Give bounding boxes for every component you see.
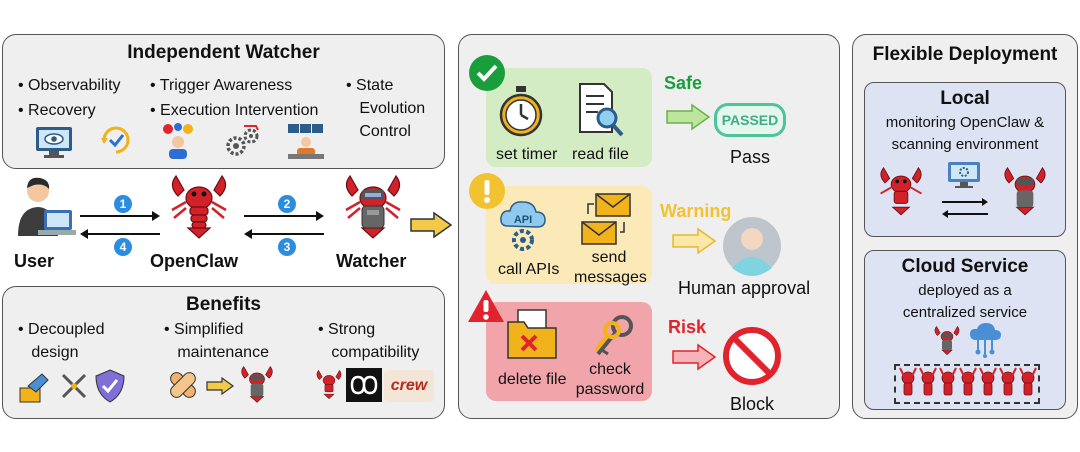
local-title: Local	[940, 88, 990, 109]
step-badge-4: 4	[114, 238, 132, 256]
step-badge-1: 1	[114, 195, 132, 213]
cloud-watcher-lobster-icon	[934, 325, 960, 356]
benefit-decoupled: • Decoupled design	[18, 321, 105, 361]
benefits-title: Benefits	[186, 294, 261, 315]
safe-result-pass: Pass	[730, 147, 771, 167]
risk-triangle-badge	[468, 290, 504, 322]
recovery-cycle-icon	[101, 126, 130, 154]
armored-lobster-small-icon	[241, 365, 273, 403]
delete-folder-icon	[507, 309, 557, 359]
flexible-deployment-title: Flexible Deployment	[872, 44, 1058, 65]
trigger-alert-icon	[163, 123, 193, 159]
risk-result-block: Block	[730, 394, 775, 414]
safe-check-badge	[469, 55, 505, 91]
risk-label: Risk	[668, 317, 707, 337]
warning-arrow	[672, 227, 717, 255]
lobster-cluster-box	[894, 364, 1040, 404]
local-description: monitoring OpenClaw &scanning environmen…	[885, 114, 1045, 153]
benefit-simplified: • Simplified maintenance	[164, 321, 269, 361]
bandage-icon	[170, 372, 196, 398]
shield-check-icon	[95, 369, 125, 403]
crew-logo: crew	[384, 370, 434, 402]
user-label: User	[14, 251, 55, 271]
watcher-label: Watcher	[336, 251, 407, 271]
risk-arrow	[672, 343, 717, 371]
local-watcher-lobster-icon	[1004, 166, 1046, 216]
openclaw-label: OpenClaw	[150, 251, 239, 271]
arrow-step3	[244, 229, 324, 239]
arrow-step2	[244, 211, 324, 221]
decoupled-pieces-icon	[19, 373, 49, 403]
warning-action-call-apis: call APIs	[498, 261, 560, 278]
stopwatch-icon	[499, 86, 543, 137]
api-cloud-gear-icon: API	[500, 201, 546, 251]
watcher-armored-lobster-icon	[345, 174, 401, 239]
passed-stamp: PASSED	[714, 103, 786, 137]
human-approval-avatar-icon	[723, 217, 781, 276]
crossed-swords-icon	[61, 373, 87, 399]
monitor-eye-icon	[36, 127, 72, 158]
independent-watcher-panel	[2, 34, 445, 169]
user-at-laptop-icon	[18, 177, 76, 236]
safe-label: Safe	[664, 73, 703, 93]
lobster-logo-icon	[316, 369, 342, 400]
api-text: API	[514, 214, 532, 226]
small-yellow-arrow	[206, 376, 235, 396]
safe-action-read-file: read file	[572, 146, 629, 163]
warning-exclamation-badge	[469, 173, 505, 209]
yellow-flow-arrow	[410, 211, 453, 239]
block-prohibited-icon	[723, 327, 781, 385]
local-openclaw-lobster-icon	[880, 166, 922, 216]
read-file-magnifier-icon	[579, 83, 624, 137]
arrow-step4	[80, 229, 160, 239]
safe-arrow	[666, 103, 711, 131]
item-observability: • Observability	[18, 77, 121, 94]
arrow-step1	[80, 211, 160, 221]
warning-result-human-approval: Human approval	[678, 278, 811, 298]
control-room-icon	[288, 124, 324, 159]
safe-action-set-timer: set timer	[496, 146, 558, 163]
step-badge-3: 3	[278, 238, 296, 256]
cloud-service-title: Cloud Service	[901, 256, 1029, 277]
item-trigger-awareness: • Trigger Awareness	[150, 77, 293, 94]
step-badge-2: 2	[278, 195, 296, 213]
lobster-cluster-icons	[899, 367, 1037, 396]
send-messages-icon	[581, 193, 631, 245]
independent-watcher-title: Independent Watcher	[127, 42, 320, 63]
gears-intervention-icon	[226, 125, 259, 156]
openclaw-lobster-icon	[171, 174, 227, 239]
infinity-logo-icon	[346, 368, 382, 402]
local-bidirectional-arrows	[942, 198, 988, 218]
risk-action-delete-file: delete file	[498, 371, 567, 388]
password-keys-icon	[594, 315, 633, 356]
benefit-compatibility: • Strong compatibility	[318, 321, 420, 361]
item-state-evolution-control: • State Evolution Control	[346, 77, 426, 140]
item-recovery: • Recovery	[18, 102, 96, 119]
warning-label: Warning	[660, 201, 732, 221]
environment-computer-icon	[948, 162, 980, 188]
cloud-network-icon	[970, 323, 1001, 358]
item-execution-intervention: • Execution Intervention	[150, 102, 319, 119]
